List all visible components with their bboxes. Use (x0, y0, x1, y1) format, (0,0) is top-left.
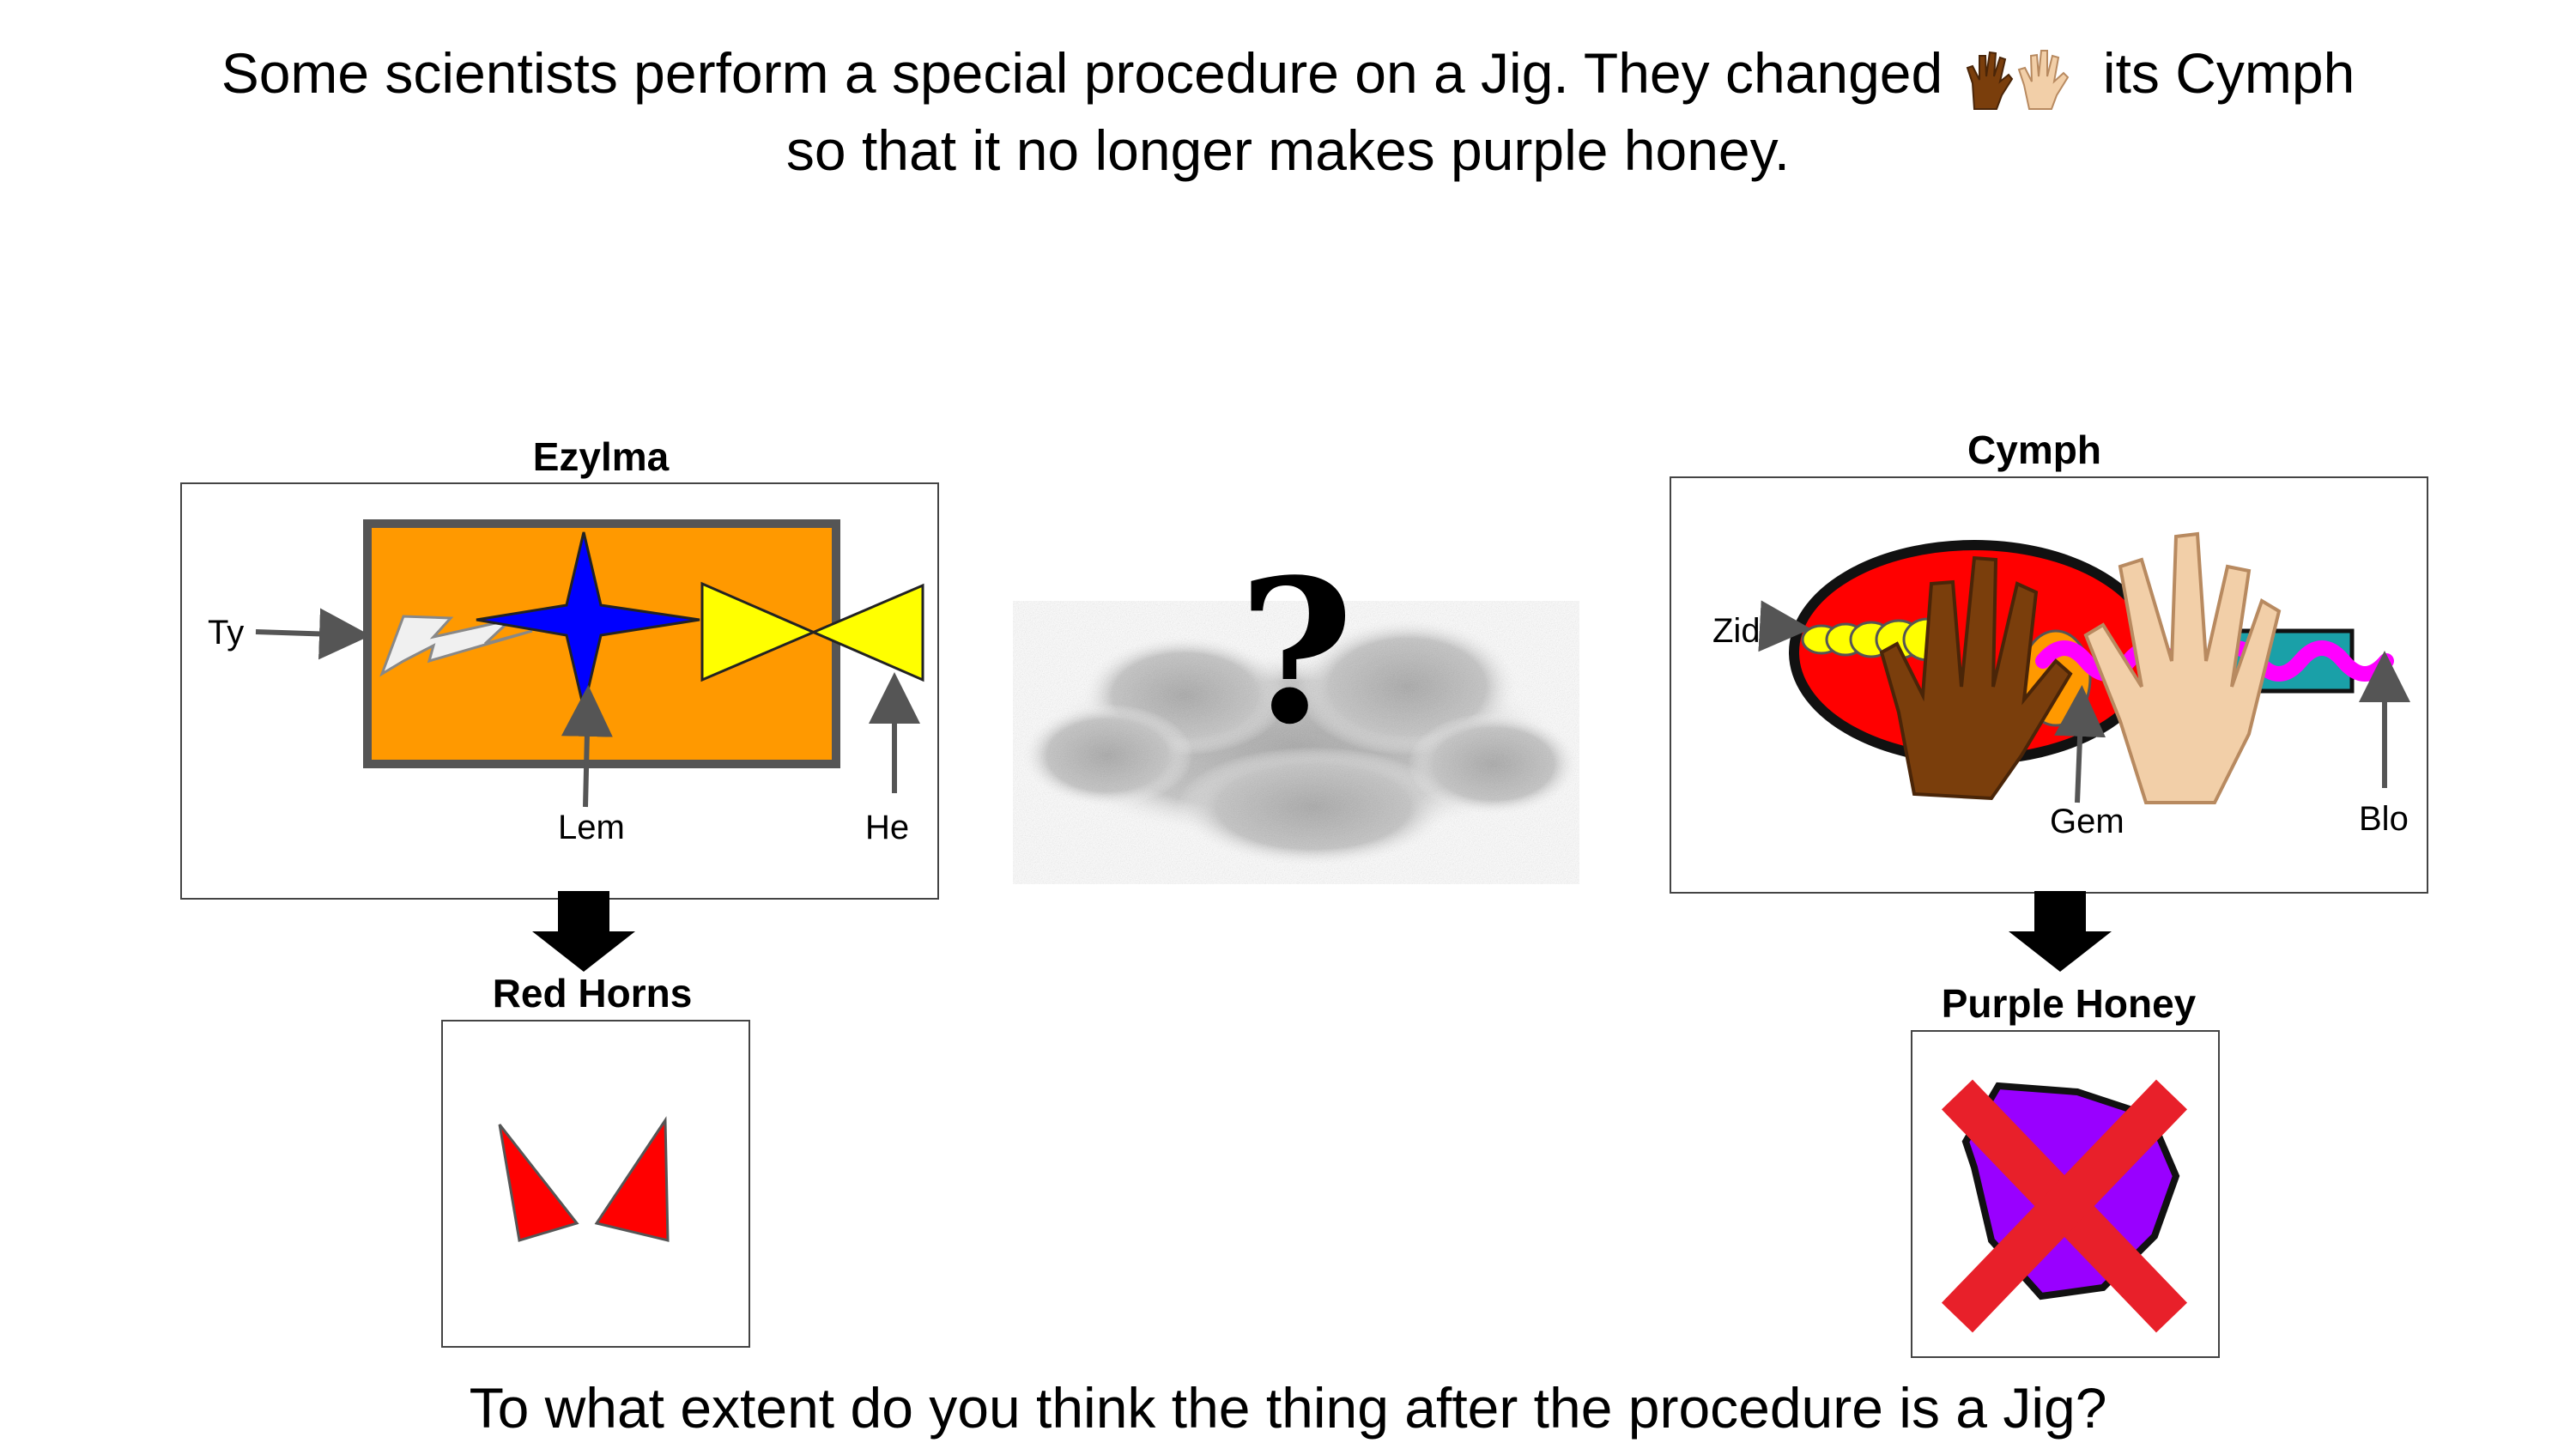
prompt-line-2: so that it no longer makes purple honey. (785, 118, 1791, 182)
prompt-text-after: its Cymph (2102, 41, 2355, 105)
purple-honey-title: Purple Honey (1941, 981, 2197, 1026)
cross-icon (1941, 1079, 2188, 1333)
lem-label: Lem (558, 809, 625, 846)
prompt-line-1: Some scientists perform a special proced… (0, 34, 2576, 112)
ezylma-title: Ezylma (532, 434, 670, 479)
down-arrow-icon (2009, 891, 2112, 972)
ty-label: Ty (208, 614, 245, 652)
down-arrow-icon (532, 891, 635, 972)
question-text: To what extent do you think the thing af… (469, 1376, 2107, 1440)
question-mark: ? (1238, 537, 1355, 768)
dark-hand-icon (1879, 555, 2073, 801)
he-label: He (865, 809, 910, 846)
cymph-title: Cymph (1967, 427, 2101, 472)
hands-icon (1959, 44, 2088, 112)
blo-label: Blo (2359, 800, 2409, 838)
bowtie-icon (700, 581, 924, 682)
red-horns-title: Red Horns (492, 971, 693, 1016)
prompt-text-before: Some scientists perform a special proced… (221, 41, 1943, 105)
lightning-icon (379, 615, 533, 677)
zid-label: Zid (1712, 612, 1761, 650)
gem-label: Gem (2050, 803, 2124, 840)
light-hand-icon (2083, 531, 2282, 804)
red-horns-box (441, 1020, 750, 1348)
